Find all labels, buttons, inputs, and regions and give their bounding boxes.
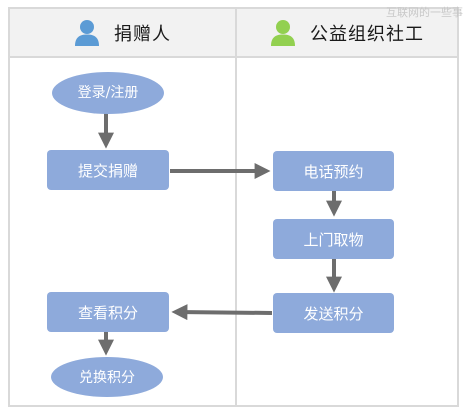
node-phone-appointment: 电话预约	[273, 151, 394, 191]
lane-title-donor: 捐赠人	[114, 23, 171, 45]
watermark: 互联网的一些事	[386, 6, 463, 19]
node-view-points: 查看积分	[47, 292, 169, 332]
node-door-pickup: 上门取物	[273, 219, 394, 259]
arrow-send-to-view	[171, 304, 273, 321]
node-submit-donation: 提交捐赠	[47, 150, 169, 190]
lane-header-social-worker: 公益组织社工	[237, 9, 457, 56]
node-send-points: 发送积分	[273, 293, 394, 333]
person-icon	[75, 19, 99, 46]
swimlane-frame: 捐赠人 公益组织社工	[8, 7, 459, 407]
node-redeem-points: 兑换积分	[51, 357, 163, 397]
lane-header-row: 捐赠人 公益组织社工	[10, 9, 457, 58]
lane-header-donor: 捐赠人	[10, 9, 235, 56]
node-login-register: 登录/注册	[52, 72, 164, 114]
lane-title-social-worker: 公益组织社工	[310, 23, 424, 45]
person-icon	[271, 19, 295, 46]
lane-divider	[235, 9, 237, 405]
